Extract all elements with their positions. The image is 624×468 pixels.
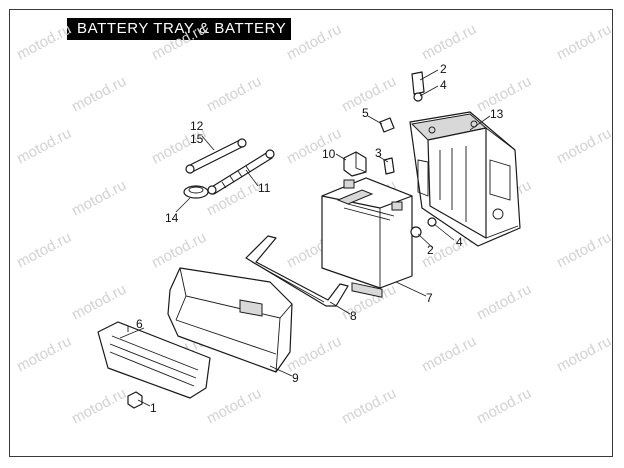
callout-1: 1 bbox=[150, 401, 157, 415]
watermark-text: motod.ru bbox=[554, 125, 614, 168]
watermark-text: motod.ru bbox=[339, 73, 399, 116]
watermark-text: motod.ru bbox=[69, 385, 129, 428]
watermark-text: motod.ru bbox=[554, 229, 614, 272]
watermark-text: motod.ru bbox=[69, 73, 129, 116]
diagram-frame bbox=[9, 9, 613, 457]
watermark-text: motod.ru bbox=[14, 229, 74, 272]
watermark-text: motod.ru bbox=[204, 385, 264, 428]
callout-labels: 1 2 4 2 3 4 5 6 7 8 9 10 11 12 13 14 15 bbox=[136, 62, 504, 415]
callout-4-bottom: 4 bbox=[456, 235, 463, 249]
watermark-text: motod.ru bbox=[284, 333, 344, 376]
hold-down-strap bbox=[245, 235, 349, 307]
watermark-text: motod.ru bbox=[14, 333, 74, 376]
watermark-text: motod.ru bbox=[284, 21, 344, 64]
watermark-text: motod.ru bbox=[419, 21, 479, 64]
diagram-title: BATTERY TRAY & BATTERY bbox=[67, 18, 291, 40]
trim-strip bbox=[97, 321, 211, 399]
callout-2-bottom: 2 bbox=[427, 243, 434, 257]
battery-tray bbox=[409, 111, 521, 247]
callout-10: 10 bbox=[322, 147, 336, 161]
watermark-text: motod.ru bbox=[474, 281, 534, 324]
watermark-text: motod.ru bbox=[204, 177, 264, 220]
callout-7: 7 bbox=[426, 291, 433, 305]
watermark-text: motod.ru bbox=[14, 21, 74, 64]
cables bbox=[183, 138, 275, 199]
callout-5: 5 bbox=[362, 106, 369, 120]
leader-lines bbox=[119, 69, 491, 407]
watermark-layer: motod.ru motod.ru motod.ru motod.ru motod.ru… bbox=[14, 21, 614, 428]
fasteners bbox=[127, 71, 437, 409]
callout-9: 9 bbox=[292, 371, 299, 385]
callout-4-top: 4 bbox=[440, 78, 447, 92]
watermark-text: motod.ru bbox=[149, 21, 209, 64]
watermark-text: motod.ru bbox=[149, 229, 209, 272]
watermark-text: motod.ru bbox=[339, 385, 399, 428]
callout-11: 11 bbox=[258, 181, 271, 195]
callout-6: 6 bbox=[136, 317, 143, 331]
callout-12: 12 bbox=[190, 119, 204, 133]
callout-8: 8 bbox=[350, 309, 357, 323]
callout-15: 15 bbox=[190, 132, 204, 146]
battery bbox=[321, 177, 413, 298]
battery-cover bbox=[167, 267, 293, 373]
watermark-text: motod.ru bbox=[14, 125, 74, 168]
watermark-text: motod.ru bbox=[69, 177, 129, 220]
watermark-text: motod.ru bbox=[474, 385, 534, 428]
callout-14: 14 bbox=[165, 211, 179, 225]
callout-2-top: 2 bbox=[440, 62, 447, 76]
watermark-text: motod.ru bbox=[554, 21, 614, 64]
watermark-text: motod.ru bbox=[204, 73, 264, 116]
callout-3: 3 bbox=[375, 146, 382, 160]
watermark-text: motod.ru bbox=[474, 73, 534, 116]
callout-13: 13 bbox=[490, 107, 504, 121]
watermark-text: motod.ru bbox=[554, 333, 614, 376]
watermark-text: motod.ru bbox=[419, 333, 479, 376]
relay bbox=[343, 151, 367, 177]
watermark-text: motod.ru bbox=[69, 281, 129, 324]
